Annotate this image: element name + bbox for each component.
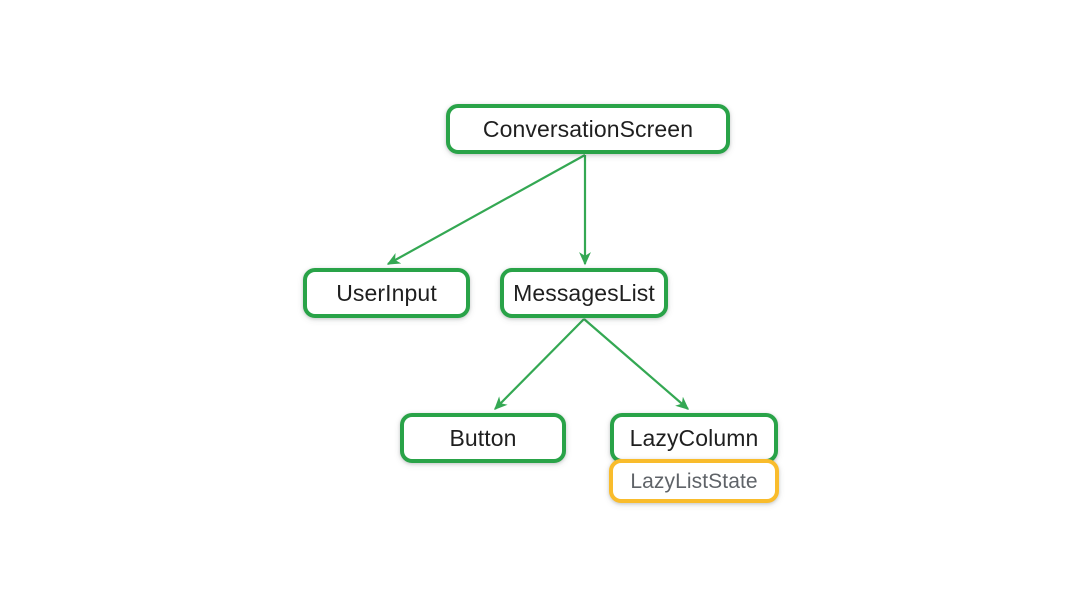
node-conversationscreen[interactable]: ConversationScreen — [446, 104, 730, 154]
node-label-button: Button — [449, 424, 517, 451]
node-messageslist[interactable]: MessagesList — [500, 268, 668, 318]
edge-messageslist-to-lazycolumn — [583, 318, 689, 410]
node-lazyliststate[interactable]: LazyListState — [609, 459, 779, 503]
node-label-lazycolumn: LazyColumn — [629, 424, 759, 451]
node-label-conversationscreen: ConversationScreen — [482, 115, 694, 142]
edge-conversationscreen-to-userinput — [386, 154, 586, 265]
node-lazycolumn[interactable]: LazyColumn — [610, 413, 778, 463]
edge-messageslist-to-button — [494, 318, 585, 410]
node-label-messageslist: MessagesList — [513, 279, 655, 306]
node-label-lazyliststate: LazyListState — [630, 469, 758, 493]
node-label-userinput: UserInput — [336, 279, 437, 306]
node-userinput[interactable]: UserInput — [303, 268, 470, 318]
node-button[interactable]: Button — [400, 413, 566, 463]
